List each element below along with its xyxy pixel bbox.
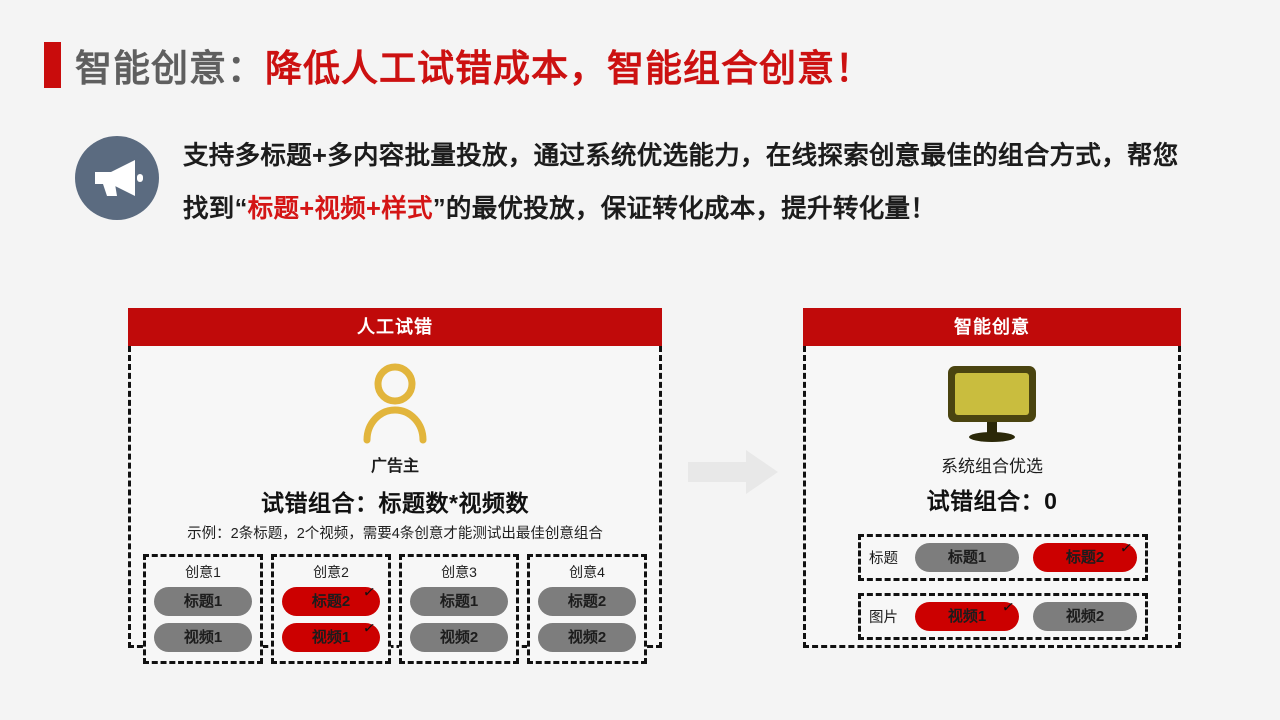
creative-box-label: 创意3 xyxy=(441,564,477,580)
advertiser-label: 广告主 xyxy=(370,458,419,475)
creative-pill[interactable]: 标题1 xyxy=(154,587,252,616)
check-icon: ✓ xyxy=(1001,598,1017,617)
intro-block: 支持多标题+多内容批量投放，通过系统优选能力，在线探索创意最佳的组合方式，帮您找… xyxy=(75,130,1193,236)
option-rows: 标题 标题1 标题2 ✓ 图片 视 xyxy=(858,534,1148,640)
creative-box[interactable]: 创意1 标题1 视频1 xyxy=(143,554,263,664)
creative-pill-label: 标题2 xyxy=(311,593,351,610)
title-text: 智能创意：降低人工试错成本，智能组合创意！ xyxy=(75,38,873,92)
creative-pill-label: 标题2 xyxy=(567,593,607,610)
creative-pill-label: 标题1 xyxy=(183,593,223,610)
creative-pill[interactable]: 标题2 xyxy=(538,587,636,616)
manual-formula: 试错组合：标题数*视频数 xyxy=(261,490,529,516)
creative-pill-label: 视频2 xyxy=(567,629,607,646)
creative-pill-label: 视频2 xyxy=(439,629,479,646)
option-row[interactable]: 标题 标题1 标题2 ✓ xyxy=(858,534,1148,581)
system-optimize-label: 系统组合优选 xyxy=(941,457,1043,476)
megaphone-icon xyxy=(75,136,159,220)
option-pill-label: 标题2 xyxy=(1065,549,1105,566)
creative-box[interactable]: 创意4 标题2 视频2 xyxy=(527,554,647,664)
option-row-pills: 视频1 ✓ 视频2 xyxy=(915,598,1137,631)
smart-creative-panel-body: 系统组合优选 试错组合：0 标题 标题1 标题2 ✓ xyxy=(803,346,1181,648)
manual-trial-panel-body: 广告主 试错组合：标题数*视频数 示例：2条标题，2个视频，需要4条创意才能测试… xyxy=(128,346,662,664)
option-pill[interactable]: 视频1 ✓ xyxy=(915,598,1019,631)
smart-creative-panel: 智能创意 系统组合优选 试错组合：0 标题 标题1 xyxy=(803,308,1181,648)
page-title: 智能创意：降低人工试错成本，智能组合创意！ xyxy=(44,38,873,92)
title-red-part: 降低人工试错成本，智能组合创意！ xyxy=(265,48,873,89)
smart-creative-panel-header: 智能创意 xyxy=(803,308,1181,346)
creative-grid: 创意1 标题1 视频1 创意2 标题2 ✓ 视频1 xyxy=(143,554,647,664)
check-icon: ✓ xyxy=(362,583,378,602)
creative-box-label: 创意2 xyxy=(313,564,349,580)
option-pill-label: 标题1 xyxy=(947,549,987,566)
creative-pill[interactable]: 视频2 xyxy=(538,623,636,652)
check-icon: ✓ xyxy=(1119,539,1135,558)
title-dark-part: 智能创意： xyxy=(75,48,265,89)
person-icon xyxy=(363,362,427,449)
creative-pill[interactable]: 视频2 xyxy=(410,623,508,652)
manual-trial-panel: 人工试错 广告主 试错组合：标题数*视频数 示例：2条标题，2个视频，需要4条创… xyxy=(128,308,662,664)
creative-box-label: 创意4 xyxy=(569,564,605,580)
option-pill[interactable]: 标题2 ✓ xyxy=(1033,539,1137,572)
manual-trial-panel-header: 人工试错 xyxy=(128,308,662,346)
intro-line-2-before: 式，帮您找到“ xyxy=(183,142,1179,223)
intro-text: 支持多标题+多内容批量投放，通过系统优选能力，在线探索创意最佳的组合方式，帮您找… xyxy=(183,130,1193,236)
creative-pill-label: 标题1 xyxy=(439,593,479,610)
creative-pill-label: 视频1 xyxy=(311,629,351,646)
option-row-label: 图片 xyxy=(869,610,898,626)
intro-line-2-after: ”的最优投放，保证转化成本，提升转化量！ xyxy=(432,195,937,223)
option-pill[interactable]: 视频2 xyxy=(1033,602,1137,631)
intro-line-1: 支持多标题+多内容批量投放，通过系统优选能力，在线探索创意最佳的组合方 xyxy=(183,142,1076,170)
creative-pill[interactable]: 标题1 xyxy=(410,587,508,616)
creative-pill[interactable]: 标题2 ✓ xyxy=(282,583,380,616)
creative-pill[interactable]: 视频1 ✓ xyxy=(282,619,380,652)
creative-box[interactable]: 创意2 标题2 ✓ 视频1 ✓ xyxy=(271,554,391,664)
option-row-pills: 标题1 标题2 ✓ xyxy=(915,539,1137,572)
option-pill[interactable]: 标题1 xyxy=(915,543,1019,572)
creative-box[interactable]: 创意3 标题1 视频2 xyxy=(399,554,519,664)
title-accent-block xyxy=(44,42,61,88)
intro-highlight: 标题+视频+样式 xyxy=(247,195,433,223)
option-row[interactable]: 图片 视频1 ✓ 视频2 xyxy=(858,593,1148,640)
manual-example-text: 示例：2条标题，2个视频，需要4条创意才能测试出最佳创意组合 xyxy=(187,526,603,542)
check-icon: ✓ xyxy=(362,619,378,638)
smart-formula: 试错组合：0 xyxy=(926,488,1058,514)
option-row-label: 标题 xyxy=(869,551,898,567)
creative-pill[interactable]: 视频1 xyxy=(154,623,252,652)
creative-box-label: 创意1 xyxy=(185,564,221,580)
option-pill-label: 视频1 xyxy=(947,608,987,625)
monitor-icon xyxy=(946,364,1038,447)
option-pill-label: 视频2 xyxy=(1065,608,1105,625)
creative-pill-label: 视频1 xyxy=(183,629,223,646)
right-arrow-icon xyxy=(688,450,778,494)
